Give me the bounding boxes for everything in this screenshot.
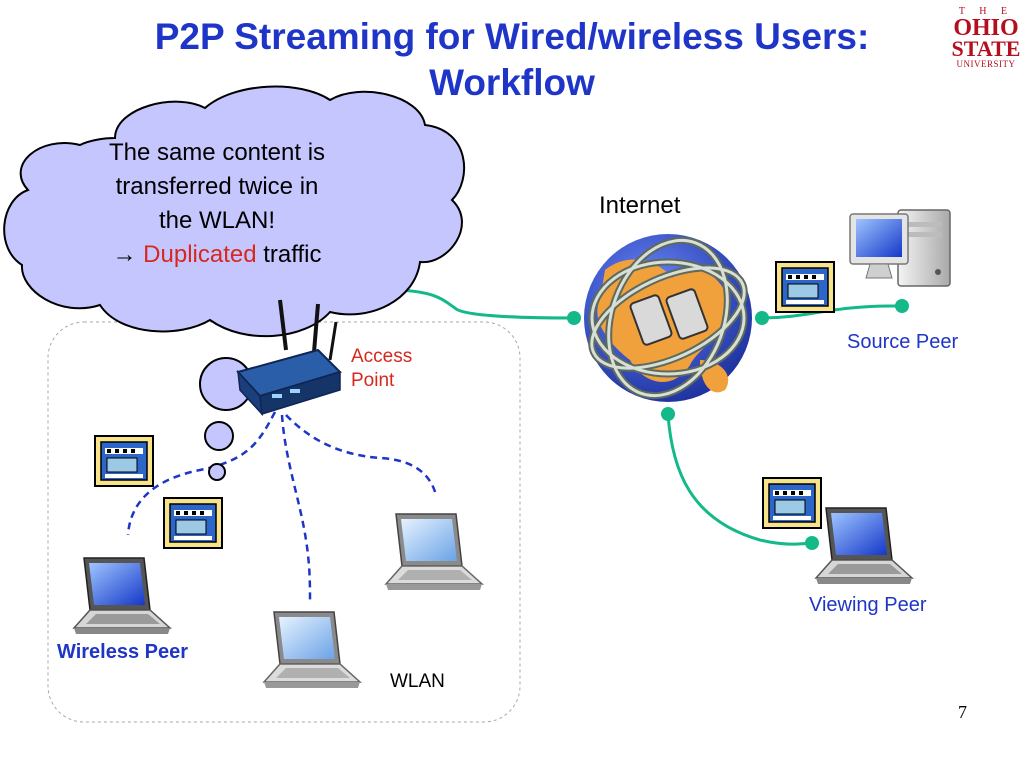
source-peer-label: Source Peer xyxy=(847,331,959,353)
access-point-label-line-2: Point xyxy=(351,370,395,391)
ohio-state-logo: T H E OHIO STATE UNIVERSITY xyxy=(950,2,1022,78)
access-point-icon xyxy=(236,299,342,417)
link-endpoints xyxy=(567,299,909,550)
viewing-peer-laptop-icon xyxy=(815,507,913,585)
access-point-label-line-1: Access xyxy=(351,346,413,367)
internet-label: Internet xyxy=(599,192,681,219)
wlan-laptop-icon-1 xyxy=(263,611,361,689)
content-film-icon-source xyxy=(775,261,835,313)
slide-title-line-2: Workflow xyxy=(429,62,595,103)
arrow-icon: → xyxy=(112,241,137,268)
internet-globe-icon xyxy=(584,234,752,402)
cloud-line-2: transferred twice in xyxy=(115,173,319,200)
logo-the: T H E xyxy=(958,6,1014,17)
viewing-peer-label: Viewing Peer xyxy=(809,594,927,616)
slide-title: P2P Streaming for Wired/wireless Users: … xyxy=(20,14,1004,106)
wlan-laptop-icon-2 xyxy=(385,513,483,591)
logo-state: STATE xyxy=(951,36,1021,61)
cloud-tail: traffic xyxy=(263,241,322,268)
cloud-line-3: the WLAN! xyxy=(158,207,276,234)
wlan-label: WLAN xyxy=(390,671,445,692)
content-film-icon-wireless-1 xyxy=(94,435,154,487)
logo-university: UNIVERSITY xyxy=(956,59,1016,69)
content-film-icon-wireless-2 xyxy=(163,497,223,549)
wireless-peer-laptop-icon xyxy=(73,557,171,635)
cloud-line-4: → Duplicated traffic xyxy=(58,238,376,272)
access-point-label: Access Point xyxy=(351,345,412,393)
content-film-icon-viewing xyxy=(762,477,822,529)
wireless-links xyxy=(126,411,438,601)
cloud-highlight: Duplicated xyxy=(143,241,257,268)
wireless-peer-label: Wireless Peer xyxy=(57,641,189,663)
source-peer-desktop-icon xyxy=(849,209,951,287)
page-number: 7 xyxy=(958,702,967,722)
logo-ohio: OHIO xyxy=(953,15,1019,41)
cloud-line-1: The same content is xyxy=(108,139,326,166)
slide-title-line-1: P2P Streaming for Wired/wireless Users: xyxy=(154,16,870,57)
cloud-message: The same content is transferred twice in… xyxy=(58,136,376,272)
